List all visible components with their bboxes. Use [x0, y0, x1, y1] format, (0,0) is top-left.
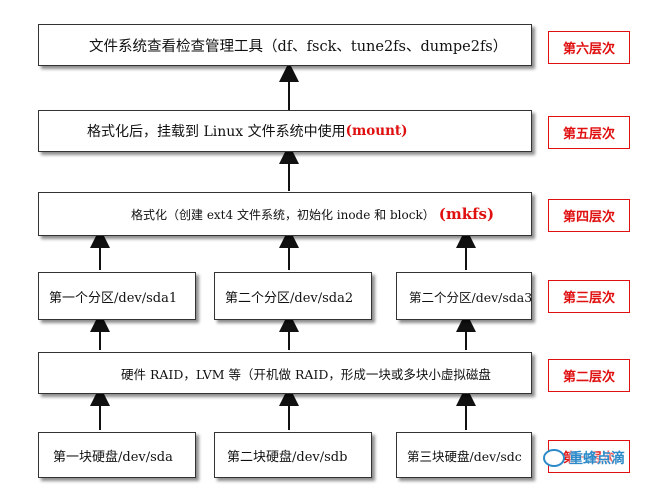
layer-3-label: 第三层次 — [548, 280, 630, 313]
disk-1-box: 第一块硬盘/dev/sda — [38, 432, 196, 478]
tools-label: 文件系统查看检查管理工具（df、fsck、tune2fs、dumpe2fs） — [89, 38, 508, 55]
disk-2-box: 第二块硬盘/dev/sdb — [214, 432, 372, 478]
format-label: 格式化（创建 ext4 文件系统，初始化 inode 和 block） — [131, 207, 435, 222]
partition-3-box: 第二个分区/dev/sda3 — [396, 272, 532, 320]
disk-1-label: 第一块硬盘/dev/sda — [53, 449, 173, 465]
mount-command: (mount) — [345, 123, 408, 139]
layer-4-label: 第四层次 — [548, 199, 630, 232]
mount-label: 格式化后，挂载到 Linux 文件系统中使用 — [87, 124, 346, 140]
watermark: 重蜂点滴 — [543, 448, 625, 468]
raid-label: 硬件 RAID，LVM 等（开机做 RAID，形成一块或多块小虚拟磁盘 — [121, 366, 491, 382]
disk-3-label: 第三块硬盘/dev/sdc — [407, 448, 522, 464]
disk-2-label: 第二块硬盘/dev/sdb — [227, 449, 348, 465]
partition-1-box: 第一个分区/dev/sda1 — [38, 272, 196, 320]
partition-1-label: 第一个分区/dev/sda1 — [49, 290, 178, 306]
format-box: 格式化（创建 ext4 文件系统，初始化 inode 和 block） (mkf… — [38, 192, 532, 236]
partition-2-box: 第二个分区/dev/sda2 — [214, 272, 372, 320]
wechat-icon — [543, 449, 565, 467]
layer-6-label: 第六层次 — [548, 31, 630, 64]
layer-2-label: 第二层次 — [548, 359, 630, 392]
disk-3-box: 第三块硬盘/dev/sdc — [396, 432, 532, 478]
partition-3-label: 第二个分区/dev/sda3 — [409, 289, 533, 305]
layer-1-label: 第一层次 — [548, 440, 630, 473]
format-command: (mkfs) — [438, 205, 495, 223]
partition-2-label: 第二个分区/dev/sda2 — [225, 290, 354, 306]
tools-box: 文件系统查看检查管理工具（df、fsck、tune2fs、dumpe2fs） — [38, 24, 532, 66]
mount-box: 格式化后，挂载到 Linux 文件系统中使用 (mount) — [38, 110, 532, 152]
watermark-text: 重蜂点滴 — [569, 451, 625, 467]
layer-5-label: 第五层次 — [548, 116, 630, 149]
raid-box: 硬件 RAID，LVM 等（开机做 RAID，形成一块或多块小虚拟磁盘 — [38, 352, 532, 394]
